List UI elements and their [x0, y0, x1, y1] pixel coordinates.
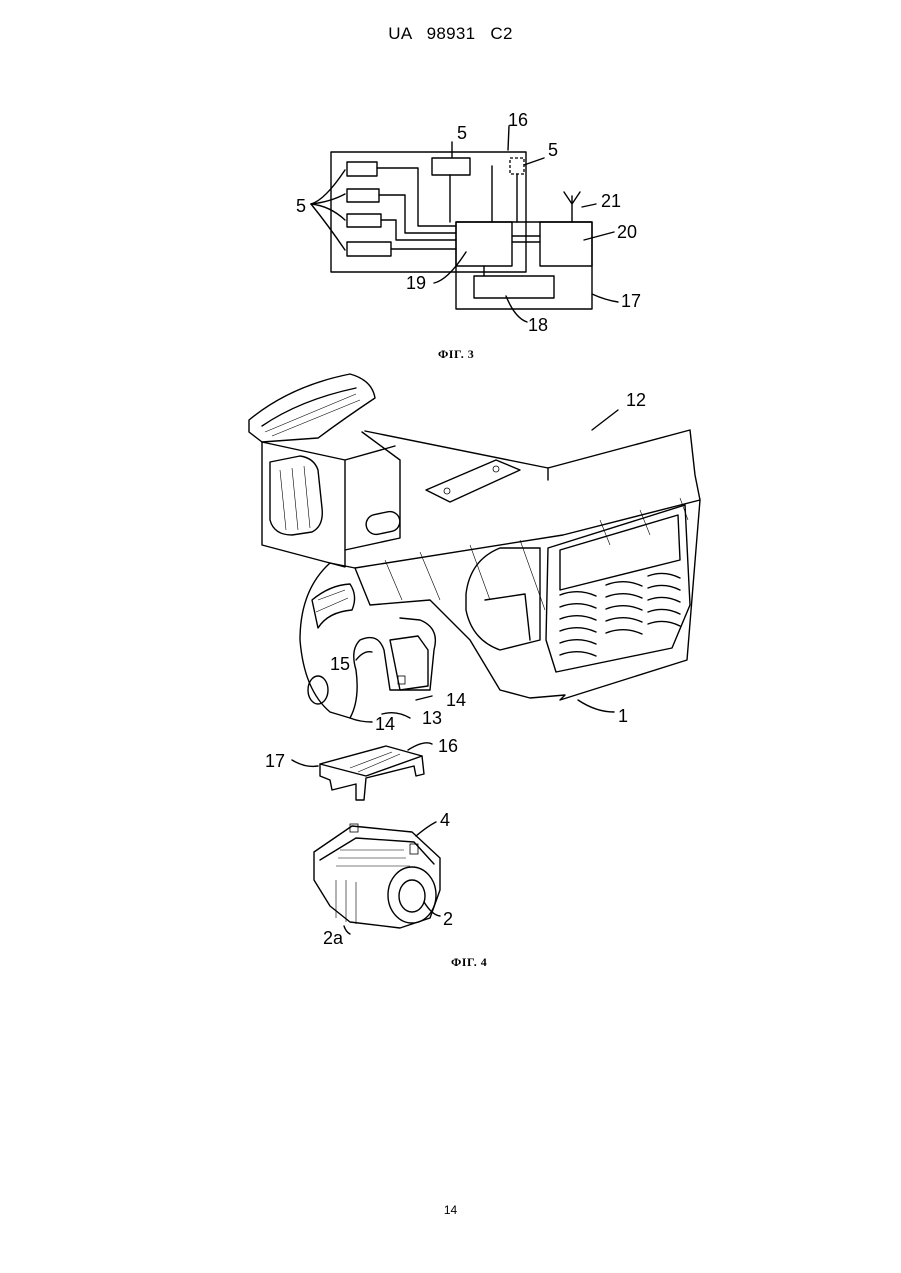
label-15: 15: [330, 654, 350, 674]
sensor-block: [347, 214, 381, 227]
transmitter-20: [540, 222, 592, 266]
figure-3-block-diagram: 5 16 5 5 21 20 19 17 18: [0, 0, 901, 345]
sensor-cover-16-17: [320, 746, 424, 800]
label-1: 1: [618, 706, 628, 726]
pedestal-jaw-13: [300, 563, 435, 718]
sensor-block-optional: [510, 158, 524, 174]
memory-18: [474, 276, 554, 298]
label-21: 21: [601, 191, 621, 211]
label-12: 12: [626, 390, 646, 410]
label-5-top: 5: [457, 123, 467, 143]
label-18: 18: [528, 315, 548, 335]
label-19: 19: [406, 273, 426, 293]
axlebox-4: [314, 826, 440, 928]
label-5-dashed: 5: [548, 140, 558, 160]
sensor-block: [347, 242, 391, 256]
axle-journal-2: [388, 867, 436, 923]
mounting-plate: [426, 460, 520, 502]
label-20: 20: [617, 222, 637, 242]
wear-plate-14: [390, 636, 428, 690]
label-17: 17: [621, 291, 641, 311]
antenna-21: [564, 192, 580, 222]
label-2: 2: [443, 909, 453, 929]
sensor-block-top: [432, 158, 470, 175]
label-16: 16: [508, 110, 528, 130]
sensor-block: [347, 189, 379, 202]
label-14-plate: 14: [446, 690, 466, 710]
label-17-cover: 17: [265, 751, 285, 771]
label-13: 13: [422, 708, 442, 728]
label-16-cover: 16: [438, 736, 458, 756]
oval-slot: [364, 510, 401, 537]
page-number: 14: [0, 1203, 901, 1217]
processor-19: [456, 222, 512, 266]
sensor-frame-16: [331, 152, 526, 272]
figure-4-bogie-drawing: 12 15 14 13 14 1 16 17 4 2 2a: [0, 360, 901, 950]
label-5-left: 5: [296, 196, 306, 216]
beam-window: [270, 456, 322, 535]
wire: [377, 168, 456, 226]
label-2a: 2a: [323, 928, 344, 948]
label-14-jaw: 14: [375, 714, 395, 734]
sensor-block: [347, 162, 377, 176]
label-4: 4: [440, 810, 450, 830]
figure-4-caption: ФІГ. 4: [451, 955, 487, 970]
center-plate: [249, 374, 375, 442]
